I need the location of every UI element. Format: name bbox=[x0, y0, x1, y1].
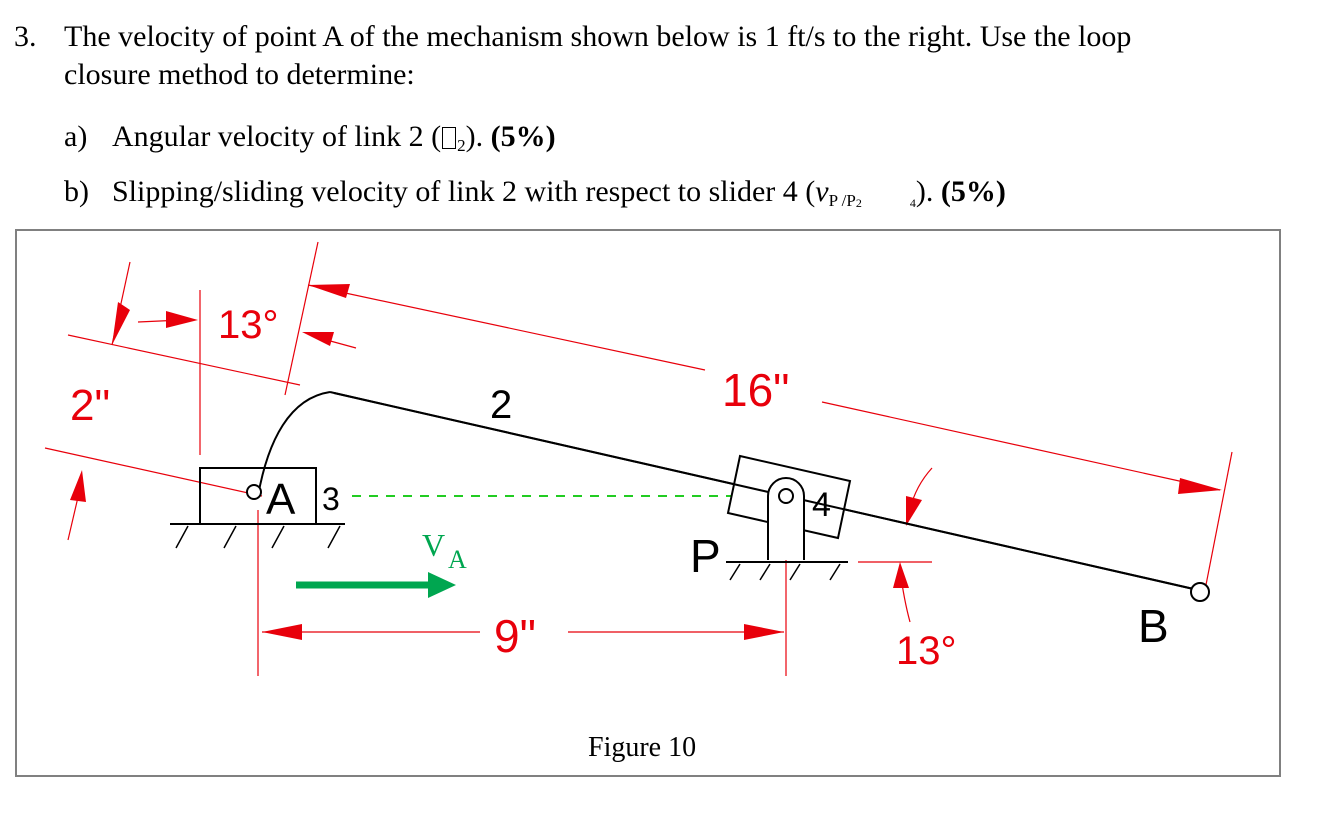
subquestion-b-weight: (5%) bbox=[940, 175, 1006, 208]
label-length-16in: 16" bbox=[722, 364, 790, 416]
velocity-subscript: P /P bbox=[828, 191, 856, 210]
label-velocity-V: V bbox=[422, 527, 445, 563]
arrowhead-offset bbox=[70, 470, 86, 502]
label-slider-3: 3 bbox=[322, 481, 340, 517]
link-2 bbox=[257, 391, 1199, 591]
pivot-4-icon bbox=[778, 488, 794, 504]
figure-frame bbox=[15, 229, 1281, 777]
link-2-through-slider bbox=[333, 392, 1199, 591]
subquestion-a-text: Angular velocity of link 2 ( bbox=[112, 120, 442, 153]
arrowhead-angle-bottom-lower bbox=[893, 562, 909, 588]
velocity-symbol: v bbox=[815, 175, 829, 208]
arrowhead-top-left bbox=[112, 302, 130, 345]
label-point-P: P bbox=[690, 530, 721, 582]
arrowhead-9-right bbox=[744, 624, 784, 640]
subquestion-a: a) Angular velocity of link 2 ( 2). (5%) bbox=[64, 120, 556, 155]
offset-line-upper bbox=[67, 334, 301, 386]
offset-line-lower bbox=[44, 447, 263, 497]
pin-B-icon bbox=[1190, 582, 1210, 602]
arrowhead-angle-right bbox=[166, 311, 198, 328]
slider-3 bbox=[170, 467, 345, 549]
subquestion-b-label: b) bbox=[64, 175, 89, 208]
extension-line-right bbox=[1204, 451, 1233, 591]
arrowhead-angle-bottom-upper bbox=[906, 496, 922, 526]
question-text-line2: closure method to determine: bbox=[64, 58, 415, 91]
dimension-16-line-right bbox=[821, 401, 1221, 491]
dimension-arrowheads bbox=[70, 284, 1222, 640]
subquestion-a-weight: (5%) bbox=[490, 120, 556, 153]
subquestion-a-label: a) bbox=[64, 120, 88, 153]
label-slider-4: 4 bbox=[812, 486, 831, 524]
question-number: 3. bbox=[14, 20, 37, 53]
pin-support-4 bbox=[767, 477, 805, 560]
extension-line-top-mid bbox=[284, 241, 319, 396]
label-link-2: 2 bbox=[490, 383, 512, 427]
dimension-16-line-left bbox=[307, 284, 706, 371]
subquestion-b: b) Slipping/sliding velocity of link 2 wi… bbox=[64, 175, 1006, 210]
arrowhead-angle-left bbox=[302, 332, 334, 346]
subquestion-a-close: ). bbox=[465, 120, 484, 153]
ground-hatch-4 bbox=[729, 563, 841, 581]
velocity-subscript-2: 2 bbox=[855, 196, 862, 210]
omega-symbol-placeholder-icon bbox=[442, 127, 457, 149]
arrowhead-16-left bbox=[308, 284, 350, 298]
omega-subscript: 2 bbox=[457, 136, 466, 155]
subquestion-b-close: ). bbox=[915, 175, 934, 208]
link-2-curve bbox=[257, 391, 331, 497]
figure-caption: Figure 10 bbox=[588, 732, 697, 763]
velocity-arrow-icon bbox=[296, 572, 456, 598]
arrowhead-9-left bbox=[262, 624, 302, 640]
velocity-subscript-4: 4 bbox=[909, 196, 916, 210]
slider-4 bbox=[333, 392, 1199, 591]
subquestion-b-text: Slipping/sliding velocity of link 2 with… bbox=[112, 175, 816, 208]
arrowhead-16-right bbox=[1178, 478, 1222, 494]
label-angle-top: 13° bbox=[218, 303, 279, 347]
label-length-9in: 9" bbox=[494, 610, 536, 662]
label-offset-2in: 2" bbox=[70, 381, 110, 430]
pin-A-icon bbox=[246, 484, 262, 500]
label-angle-bottom: 13° bbox=[896, 629, 957, 673]
diagram-labels: 13° 2" 16" 9" 13° 2 A 3 4 P B V A bbox=[70, 303, 1169, 673]
label-velocity-sub-A: A bbox=[448, 545, 467, 574]
ground-hatch-3 bbox=[175, 525, 341, 549]
label-point-B: B bbox=[1138, 600, 1169, 652]
label-point-A: A bbox=[266, 475, 296, 524]
question-text-line1: The velocity of point A of the mechanism… bbox=[64, 20, 1132, 53]
